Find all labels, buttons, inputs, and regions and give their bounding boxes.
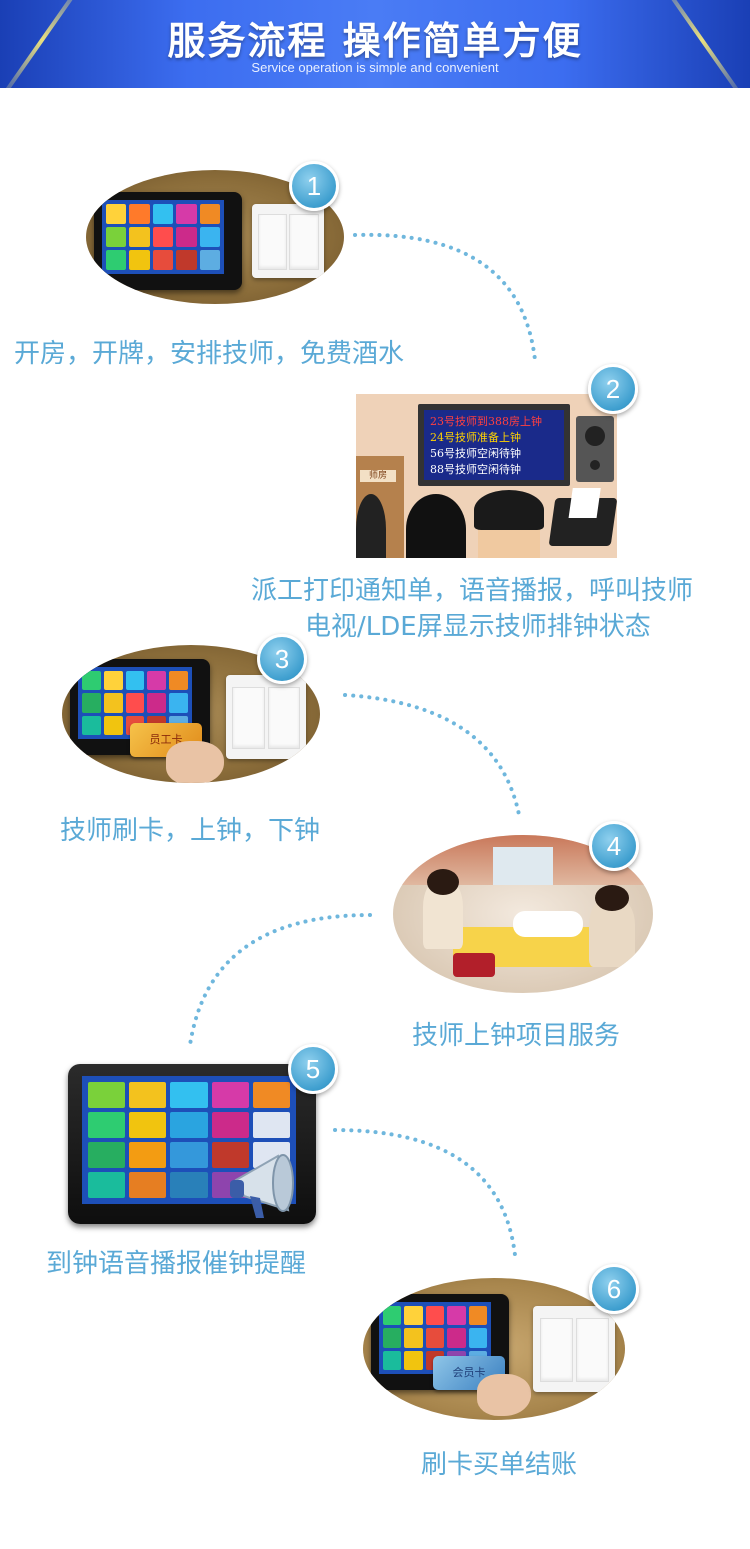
connector-3-4 [343,693,522,822]
hand [477,1374,531,1416]
step6-caption: 刷卡买单结账 [421,1450,578,1480]
hand [166,741,224,783]
step6-photo: 会员卡 [363,1278,625,1420]
step2-caption-line2: 电视/LDE屏显示技师排钟状态 [305,612,651,642]
tablet-screen [82,1076,296,1204]
staff-card: 员工卡 [130,723,202,757]
page-subtitle: Service operation is simple and convenie… [251,60,499,75]
room-card-switch [252,204,324,278]
step5-caption: 到钟语音播报催钟提醒 [46,1249,307,1279]
step3-caption: 技师刷卡，上钟，下钟 [60,816,321,846]
person-hair [474,490,544,530]
step2-illustration: 23号技师到388房上钟 24号技师准备上钟 56号技师空闲待钟 88号技师空闲… [356,394,617,558]
connector-4-5 [188,913,372,1047]
step4-photo [393,835,653,993]
step2-caption-line1: 派工打印通知单，语音播报，呼叫技师 [251,576,694,606]
page-title: 服务流程 操作简单方便 [167,19,583,63]
tv-line-4: 88号技师空闲待钟 [430,463,521,476]
person-silhouette [356,494,386,558]
technician-hair [427,869,459,895]
control-tablet [94,192,242,290]
bed-sheet [513,911,583,937]
room-sign: 师房 [360,470,396,482]
connector-1-2 [353,232,537,362]
step1-caption: 开房，开牌，安排技师，免费酒水 [14,339,405,369]
step-badge-6: 6 [589,1264,639,1314]
printer-icon [548,488,617,546]
connector-5-6 [333,1128,517,1257]
person-silhouette [406,494,466,558]
step-badge-1: 1 [289,161,339,211]
step-badge-3: 3 [257,634,307,684]
technician-hair [595,885,629,911]
megaphone-icon [226,1150,314,1226]
step-badge-2: 2 [588,364,638,414]
speaker-icon [576,416,614,482]
tv-line-2: 24号技师准备上钟 [430,431,521,444]
tv-line-1: 23号技师到388房上钟 [430,415,542,428]
tv-screen: 23号技师到388房上钟 24号技师准备上钟 56号技师空闲待钟 88号技师空闲… [418,404,570,486]
tv-line-3: 56号技师空闲待钟 [430,447,521,460]
stool [453,953,495,977]
window [493,847,553,885]
step-badge-4: 4 [589,821,639,871]
room-card-switch [533,1306,615,1392]
step-badge-5: 5 [288,1044,338,1094]
room-card-switch [226,675,306,759]
header-banner: 服务流程 操作简单方便 Service operation is simple … [0,0,750,88]
step4-caption: 技师上钟项目服务 [412,1021,621,1051]
